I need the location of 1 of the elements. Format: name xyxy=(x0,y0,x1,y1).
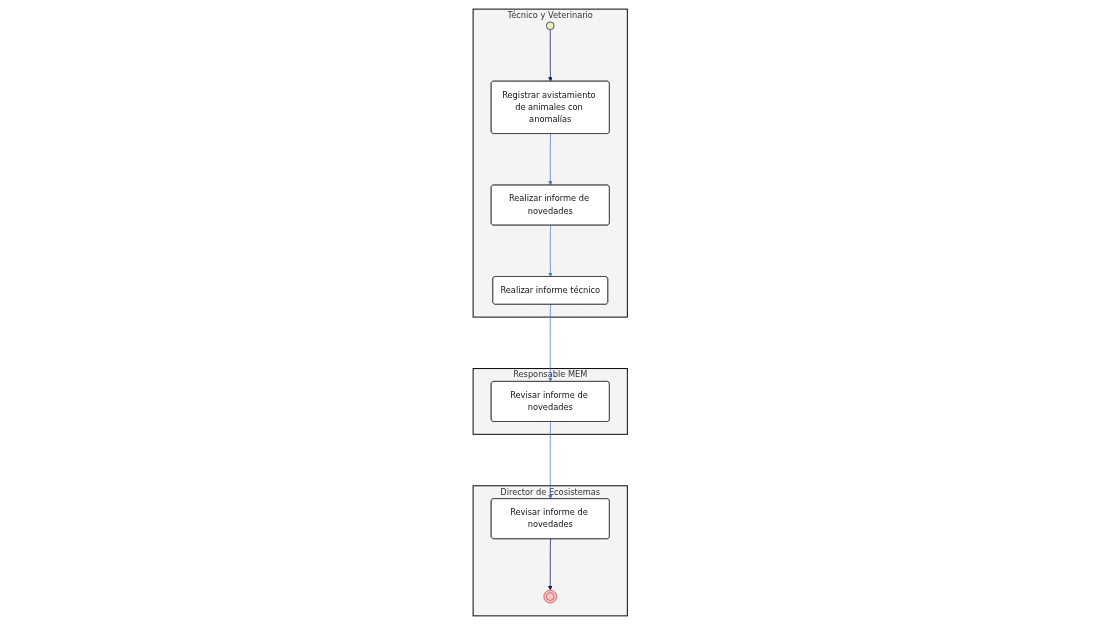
node-circle xyxy=(545,21,555,31)
